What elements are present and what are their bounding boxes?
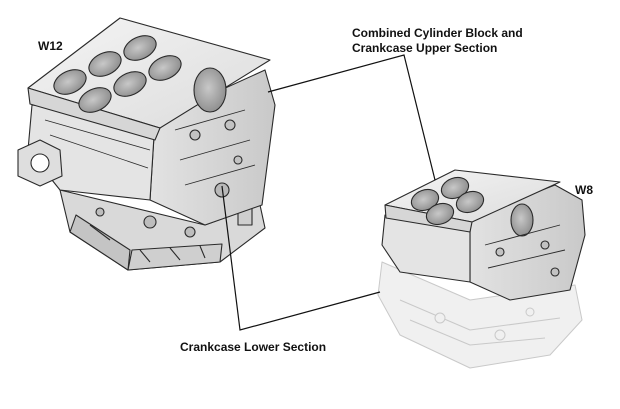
lower-section-label: Crankcase Lower Section [180,340,327,354]
w12-engine-block [17,17,276,271]
upper-section-label-line2: Crankcase Upper Section [352,41,498,55]
w8-cylinder-bores [410,176,485,226]
w12-cylinder-bores [53,35,182,113]
upper-section-label-line1: Combined Cylinder Block and [352,26,523,40]
w8-label: W8 [575,183,593,197]
w8-engine-block [377,169,586,369]
w12-crankcase-lower-section [59,189,266,271]
w12-label: W12 [38,39,63,53]
w8-crankcase-lower-section [377,261,583,369]
leader-lines [221,54,436,331]
leader-line-upper-section [267,54,436,181]
upper-section-label: Combined Cylinder Block and Crankcase Up… [352,26,523,56]
leader-line-lower-section [221,185,381,331]
